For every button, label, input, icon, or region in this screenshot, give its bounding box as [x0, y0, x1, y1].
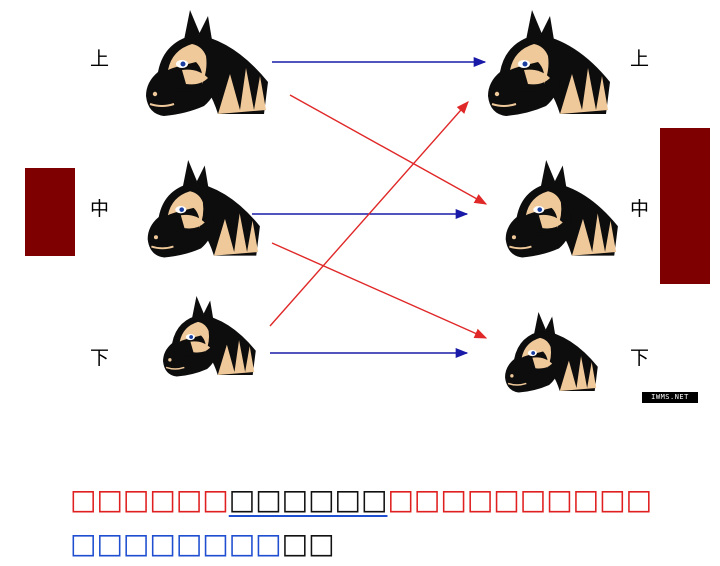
horse-left-top-icon: [144, 8, 270, 118]
horse-left-middle-icon: [146, 158, 262, 259]
horse-left-bottom-icon: [161, 294, 257, 378]
caption-part-4: □□□□□□□□: [70, 527, 282, 560]
caption-part-1: □□□□□□: [70, 483, 229, 516]
label-left-bottom: 下: [90, 347, 110, 369]
label-left-top: 上: [90, 48, 110, 70]
caption-part-2: □□□□□□: [228, 483, 388, 516]
horse-right-top-icon: [486, 8, 612, 118]
horse-right-bottom-icon: [503, 310, 599, 394]
right-accent-block: [660, 128, 710, 284]
left-accent-block: [25, 168, 75, 256]
arrow-red-middle-to-bottom: [271, 242, 488, 339]
watermark-logo: IWMS.NET: [642, 392, 698, 403]
caption-text: □□□□□□□□□□□□□□□□□□□□□□□□□□□□□□□□: [70, 434, 690, 566]
label-right-bottom: 下: [630, 347, 650, 369]
caption-part-3: □□□□□□□□□□: [387, 483, 653, 516]
arrow-red-bottom-to-top: [269, 101, 469, 327]
arrow-red-top-to-middle: [289, 94, 488, 205]
label-left-middle: 中: [90, 198, 110, 220]
horse-right-middle-icon: [504, 158, 620, 259]
label-right-top: 上: [630, 48, 650, 70]
horse-racing-diagram: [25, 8, 710, 394]
label-right-middle: 中: [630, 198, 650, 220]
caption-part-5: □□: [281, 527, 335, 560]
